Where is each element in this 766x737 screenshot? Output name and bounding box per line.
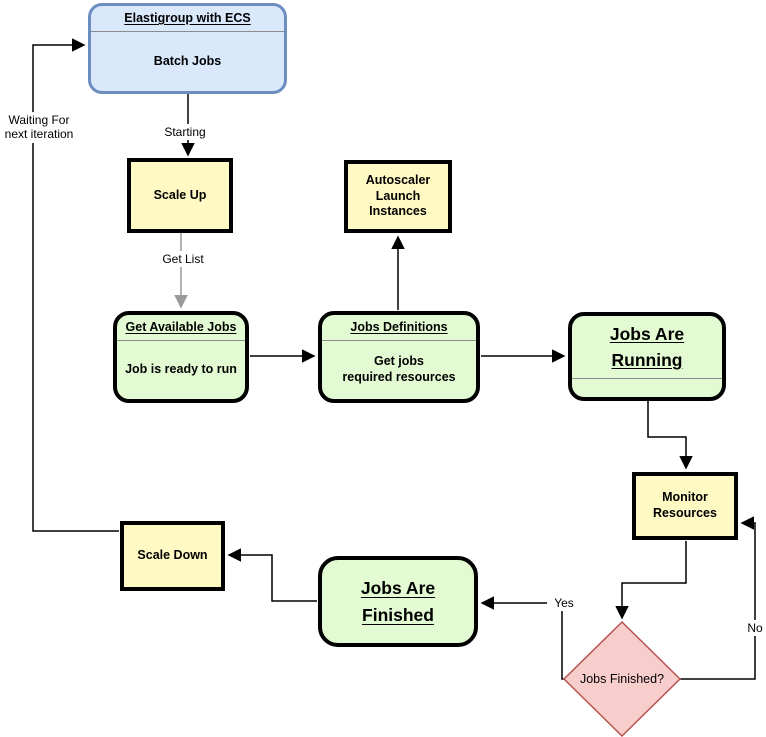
decision-diamond-label: Jobs Finished?: [579, 672, 665, 686]
edge-label-waiting: Waiting For next iteration: [0, 112, 78, 143]
edge-decision-yes: [480, 596, 564, 680]
edge-label-no: No: [740, 620, 766, 637]
edge-label-get-list: Get List: [153, 251, 213, 268]
node-elastigroup-batch-jobs: Elastigroup with ECS Batch Jobs: [88, 3, 287, 94]
node-body: Job is ready to run: [125, 362, 237, 376]
node-title: Jobs Definitions: [322, 315, 476, 341]
node-jobs-are-running: Jobs Are Running: [568, 312, 726, 401]
edge-finished-to-scaledown: [227, 548, 317, 602]
node-body: Get jobs required resources: [342, 354, 456, 384]
node-label: Jobs Are Finished: [360, 578, 436, 625]
edge-monitor-to-decision: [615, 541, 687, 620]
node-scale-down: Scale Down: [120, 521, 225, 591]
edge-decision-no: [680, 516, 756, 680]
edge-waiting-loop: [32, 38, 119, 532]
decision-diamond-shape: [562, 620, 682, 737]
node-title: Elastigroup with ECS: [91, 6, 284, 32]
edge-label-yes: Yes: [547, 595, 581, 612]
node-autoscaler-launch-instances: Autoscaler Launch Instances: [344, 160, 452, 233]
node-jobs-definitions: Jobs Definitions Get jobs required resou…: [318, 311, 480, 403]
node-monitor-resources: Monitor Resources: [632, 472, 738, 540]
node-label: Autoscaler Launch Instances: [365, 173, 431, 219]
edge-label-starting: Starting: [154, 124, 216, 141]
node-scale-up: Scale Up: [127, 158, 233, 233]
node-get-available-jobs: Get Available Jobs Job is ready to run: [113, 311, 249, 403]
node-label: Scale Up: [153, 187, 207, 202]
node-label: Monitor Resources: [653, 490, 717, 520]
node-jobs-are-finished: Jobs Are Finished: [318, 556, 478, 647]
edge-running-to-monitor: [647, 401, 693, 470]
node-title: Jobs Are Running: [609, 324, 685, 371]
node-title: Get Available Jobs: [117, 315, 245, 341]
node-body: [572, 377, 722, 409]
node-label: Scale Down: [137, 548, 208, 563]
node-body: Batch Jobs: [153, 53, 222, 68]
